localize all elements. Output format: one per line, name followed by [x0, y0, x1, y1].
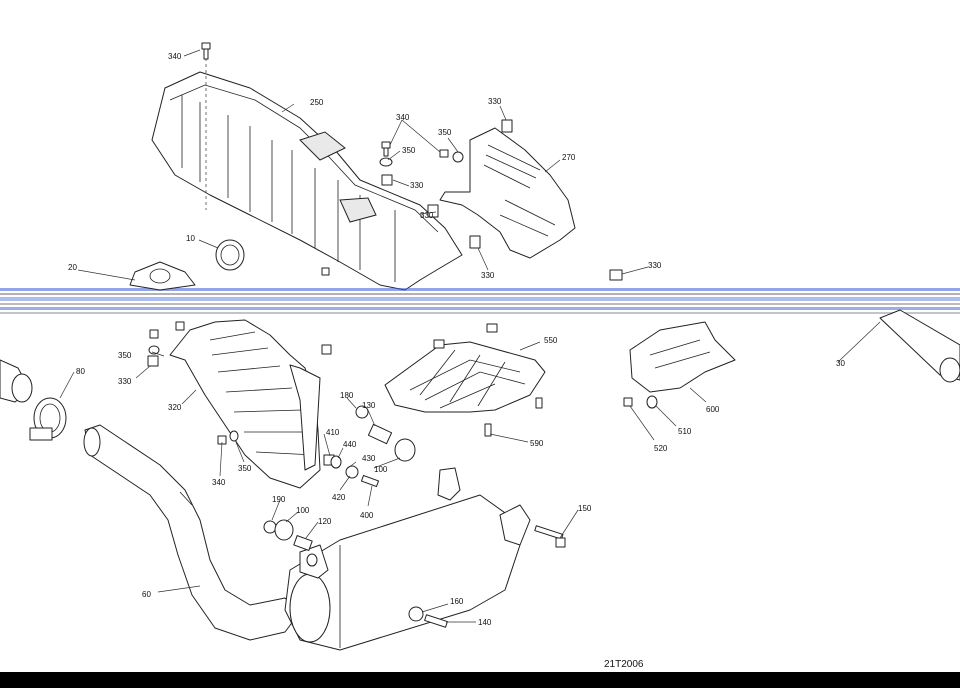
clip-330-d [609, 269, 623, 281]
callout-label: 330 [118, 377, 132, 386]
fasteners [147, 42, 658, 628]
heat-shield-upper [151, 52, 463, 291]
washer-420 [345, 465, 359, 479]
callout-label: 130 [362, 401, 376, 410]
washer-350-d [229, 430, 239, 442]
gasket-and-flange [129, 239, 245, 291]
callout-label: 100 [296, 506, 310, 515]
callout-label: 340 [396, 113, 410, 122]
callout-label: 600 [706, 405, 720, 414]
callout-label: 440 [343, 440, 357, 449]
callout-label: 60 [142, 590, 151, 599]
callout-label: 30 [836, 359, 845, 368]
bolt-shield [321, 267, 330, 276]
nut-330-e [175, 321, 185, 331]
leader-lines [59, 49, 881, 623]
callout-label: 140 [478, 618, 492, 627]
callout-label: 150 [578, 504, 592, 513]
callout-label: 350 [402, 146, 416, 155]
callout-label: 160 [450, 597, 464, 606]
washer-160 [408, 606, 424, 622]
bolt-400 [360, 474, 380, 488]
callout-label: 10 [186, 234, 195, 243]
nut-330-f [147, 355, 159, 367]
bolt-140 [424, 614, 448, 628]
sleeve-130 [367, 423, 393, 445]
clip-330-c [469, 235, 481, 249]
figure-code: 21T2006 [604, 659, 644, 670]
sleeve-120 [293, 535, 313, 551]
callout-label: 190 [272, 495, 286, 504]
callout-label: 180 [340, 391, 354, 400]
clamp-and-pipe-end [0, 359, 67, 441]
callout-label: 590 [530, 439, 544, 448]
callout-label: 400 [360, 511, 374, 520]
washer-440 [330, 455, 342, 469]
callout-label: 430 [362, 454, 376, 463]
washer-350-c [148, 345, 160, 355]
clip-skid-b [486, 323, 498, 333]
clip-330-a [501, 119, 513, 133]
callout-label: 20 [68, 263, 77, 272]
bushing-180 [355, 405, 369, 419]
clip-330-b [427, 204, 439, 218]
washer-350-a [379, 157, 393, 167]
callout-label: 250 [310, 98, 324, 107]
callout-label: 100 [374, 465, 388, 474]
skid-plate [384, 341, 546, 413]
bolt-340-b [381, 141, 391, 157]
callout-label: 340 [212, 478, 226, 487]
callout-label: 420 [332, 493, 346, 502]
clip-skid-a [433, 339, 445, 349]
scan-noise-band [0, 288, 960, 314]
bolt-340-d [149, 329, 159, 339]
callout-label: 330 [410, 181, 424, 190]
callout-label: 330 [648, 261, 662, 270]
bolt-520 [623, 397, 633, 407]
washer-350-b [452, 151, 464, 163]
heat-shield-lower [169, 319, 321, 489]
bolt-150 [534, 525, 566, 548]
callout-label: 510 [678, 427, 692, 436]
bottom-bar [0, 672, 960, 688]
exhaust-pipe-main [83, 424, 301, 641]
nut-330-a [381, 174, 393, 186]
callout-label: 350 [438, 128, 452, 137]
heat-shield-right [439, 127, 576, 259]
exhaust-pipe-right [879, 309, 960, 383]
callout-label: 330 [420, 211, 434, 220]
callout-label: 270 [562, 153, 576, 162]
grommet-100-b [274, 519, 294, 541]
muffler [284, 467, 531, 651]
callout-label: 320 [168, 403, 182, 412]
bushing-190 [263, 520, 277, 534]
callout-label: 120 [318, 517, 332, 526]
nut-lower-mid [321, 344, 332, 355]
callout-label: 410 [326, 428, 340, 437]
callout-labels: 340 250 340 350 350 330 330 270 330 10 2… [68, 52, 845, 627]
callout-label: 550 [544, 336, 558, 345]
callout-label: 350 [238, 464, 252, 473]
callout-label: 350 [118, 351, 132, 360]
callout-label: 340 [168, 52, 182, 61]
bolt-590-a [535, 397, 543, 409]
callout-label: 330 [488, 97, 502, 106]
bracket-600 [629, 321, 736, 393]
callout-label: 520 [654, 444, 668, 453]
bolt-590-b [484, 423, 492, 437]
callout-label: 330 [481, 271, 495, 280]
callout-label: 80 [76, 367, 85, 376]
bolt-340-top [201, 42, 211, 60]
bolt-340-c [439, 149, 449, 158]
grommet-100-a [394, 438, 416, 462]
washer-510 [646, 395, 658, 409]
